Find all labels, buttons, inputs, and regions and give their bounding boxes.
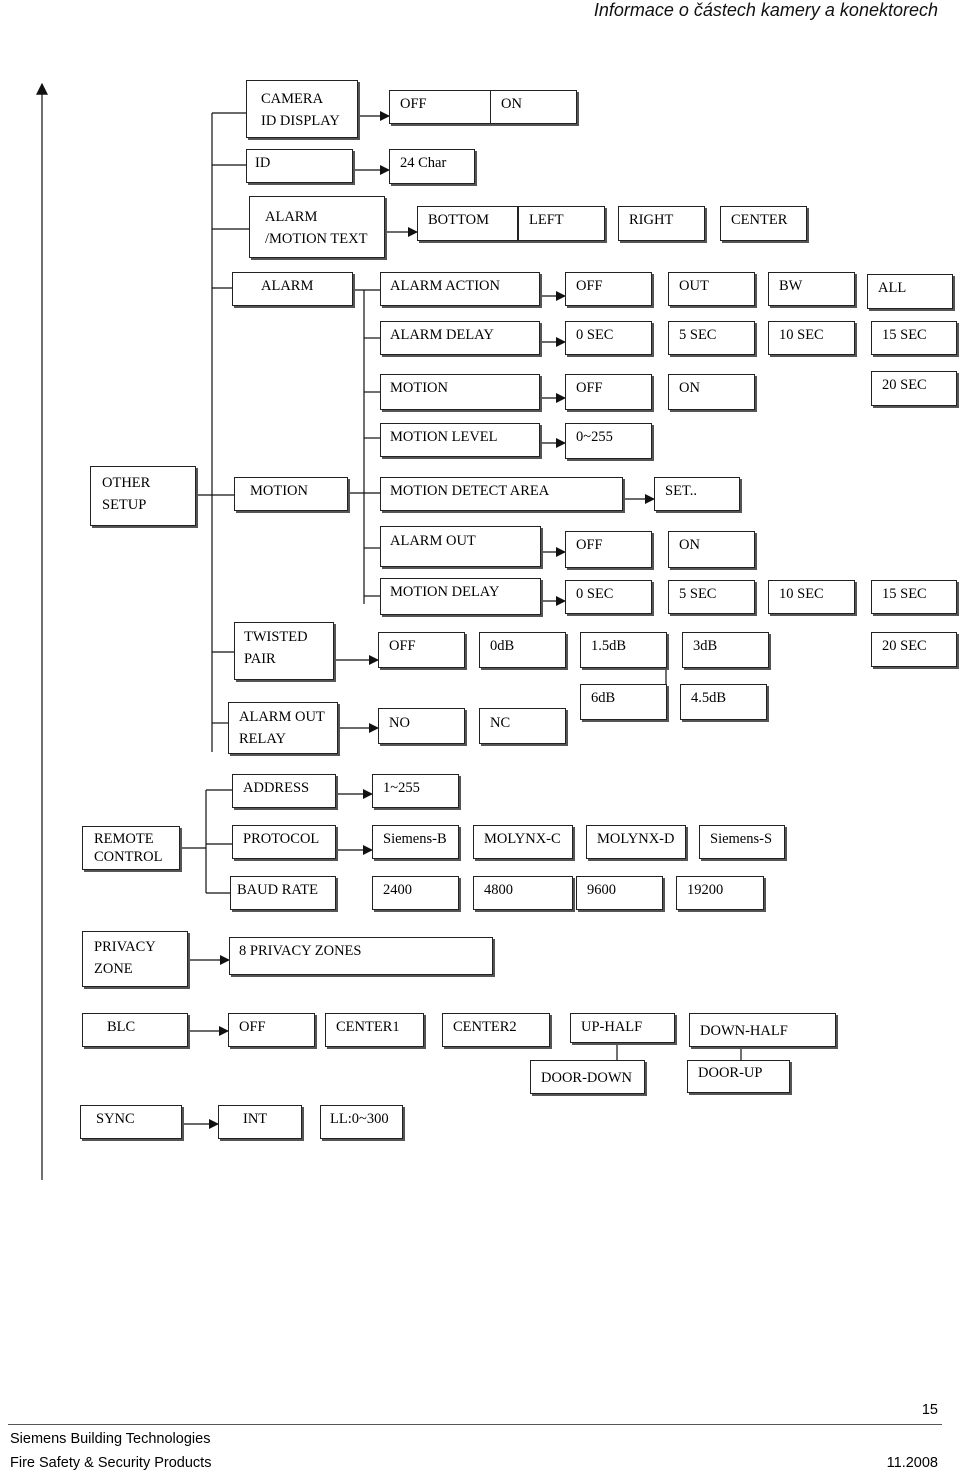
motion-level-item[interactable]: MOTION LEVEL	[380, 423, 540, 457]
alarm-motion-on[interactable]: ON	[668, 374, 755, 410]
footer-rule	[8, 1424, 942, 1425]
motion-delay-item[interactable]: MOTION DELAY	[380, 578, 541, 615]
alarm-out-relay-nc[interactable]: NC	[479, 708, 566, 744]
motion-delay-20sec[interactable]: 20 SEC	[871, 632, 957, 667]
text-position-right[interactable]: RIGHT	[618, 206, 705, 241]
camera-id-display-on[interactable]: ON	[490, 90, 577, 124]
motion-delay-10sec[interactable]: 10 SEC	[768, 580, 855, 614]
motion-detect-area-item[interactable]: MOTION DETECT AREA	[380, 477, 623, 511]
blc-up-half[interactable]: UP-HALF	[570, 1013, 675, 1043]
twisted-pair-1-5db[interactable]: 1.5dB	[580, 632, 667, 668]
address-item[interactable]: ADDRESS	[232, 774, 336, 808]
alarm-out-relay-item[interactable]: ALARM OUT RELAY	[228, 702, 338, 754]
address-range[interactable]: 1~255	[372, 774, 459, 808]
baud-rate-4800[interactable]: 4800	[473, 876, 573, 910]
alarm-delay-5sec[interactable]: 5 SEC	[668, 321, 755, 355]
protocol-siemens-s[interactable]: Siemens-S	[699, 825, 785, 859]
sync-item[interactable]: SYNC	[80, 1105, 182, 1139]
motion-item[interactable]: MOTION	[234, 477, 348, 511]
footer-division: Fire Safety & Security Products	[10, 1455, 212, 1471]
alarm-delay-0sec[interactable]: 0 SEC	[565, 321, 652, 355]
alarm-item[interactable]: ALARM	[232, 272, 353, 306]
baud-rate-item[interactable]: BAUD RATE	[230, 876, 336, 910]
blc-door-down[interactable]: DOOR-DOWN	[530, 1060, 645, 1094]
blc-center1[interactable]: CENTER1	[325, 1013, 424, 1047]
footer-date: 11.2008	[886, 1455, 938, 1471]
alarm-out-relay-no[interactable]: NO	[378, 708, 465, 744]
alarm-delay-10sec[interactable]: 10 SEC	[768, 321, 855, 355]
twisted-pair-0db[interactable]: 0dB	[479, 632, 566, 668]
camera-id-display-item[interactable]: CAMERA ID DISPLAY	[246, 80, 358, 138]
text-position-bottom[interactable]: BOTTOM	[417, 206, 518, 241]
other-setup-item[interactable]: OTHER SETUP	[90, 466, 196, 526]
baud-rate-19200[interactable]: 19200	[676, 876, 764, 910]
baud-rate-2400[interactable]: 2400	[372, 876, 459, 910]
alarm-motion-off[interactable]: OFF	[565, 374, 652, 410]
motion-delay-15sec[interactable]: 15 SEC	[871, 580, 957, 614]
id-24char-option[interactable]: 24 Char	[389, 149, 475, 184]
blc-item[interactable]: BLC	[82, 1013, 188, 1047]
alarm-delay-20sec[interactable]: 20 SEC	[871, 371, 957, 406]
alarm-action-off[interactable]: OFF	[565, 272, 652, 306]
twisted-pair-4-5db[interactable]: 4.5dB	[680, 684, 767, 720]
motion-detect-area-set[interactable]: SET..	[654, 477, 740, 511]
motion-delay-5sec[interactable]: 5 SEC	[668, 580, 755, 614]
twisted-pair-6db[interactable]: 6dB	[580, 684, 667, 720]
text-position-center[interactable]: CENTER	[720, 206, 807, 241]
alarm-out-off[interactable]: OFF	[565, 531, 652, 568]
protocol-molynx-d[interactable]: MOLYNX-D	[586, 825, 686, 859]
motion-level-range[interactable]: 0~255	[565, 423, 652, 459]
page-header-title: Informace o částech kamery a konektorech	[593, 0, 938, 20]
page-number: 15	[921, 1402, 938, 1418]
protocol-siemens-b[interactable]: Siemens-B	[372, 825, 459, 859]
alarm-out-on[interactable]: ON	[668, 531, 755, 568]
id-item[interactable]: ID	[246, 149, 353, 183]
twisted-pair-3db[interactable]: 3dB	[682, 632, 769, 668]
motion-delay-0sec[interactable]: 0 SEC	[565, 580, 652, 614]
alarm-motion-text-item[interactable]: ALARM /MOTION TEXT	[249, 196, 385, 258]
blc-door-up[interactable]: DOOR-UP	[687, 1060, 790, 1093]
alarm-action-item[interactable]: ALARM ACTION	[380, 272, 540, 306]
alarm-action-all[interactable]: ALL	[867, 274, 953, 309]
twisted-pair-item[interactable]: TWISTED PAIR	[234, 622, 334, 680]
baud-rate-9600[interactable]: 9600	[576, 876, 663, 910]
protocol-molynx-c[interactable]: MOLYNX-C	[473, 825, 573, 859]
blc-off[interactable]: OFF	[228, 1013, 315, 1047]
footer-company: Siemens Building Technologies	[10, 1431, 211, 1447]
alarm-motion-item[interactable]: MOTION	[380, 374, 540, 410]
blc-down-half[interactable]: DOWN-HALF	[689, 1013, 836, 1047]
alarm-action-bw[interactable]: BW	[768, 272, 855, 306]
sync-ll[interactable]: LL:0~300	[320, 1105, 403, 1139]
twisted-pair-off[interactable]: OFF	[378, 632, 465, 668]
text-position-left[interactable]: LEFT	[518, 206, 605, 241]
blc-center2[interactable]: CENTER2	[442, 1013, 550, 1047]
protocol-item[interactable]: PROTOCOL	[232, 825, 336, 859]
privacy-zones-option[interactable]: 8 PRIVACY ZONES	[229, 937, 493, 975]
alarm-out-item[interactable]: ALARM OUT	[380, 526, 541, 567]
alarm-delay-item[interactable]: ALARM DELAY	[380, 321, 540, 355]
alarm-delay-15sec[interactable]: 15 SEC	[871, 321, 957, 355]
remote-control-item[interactable]: REMOTE CONTROL	[82, 826, 180, 870]
privacy-zone-item[interactable]: PRIVACY ZONE	[82, 931, 188, 987]
alarm-action-out[interactable]: OUT	[668, 272, 755, 306]
camera-id-display-off[interactable]: OFF	[389, 90, 492, 124]
sync-int[interactable]: INT	[218, 1105, 302, 1139]
